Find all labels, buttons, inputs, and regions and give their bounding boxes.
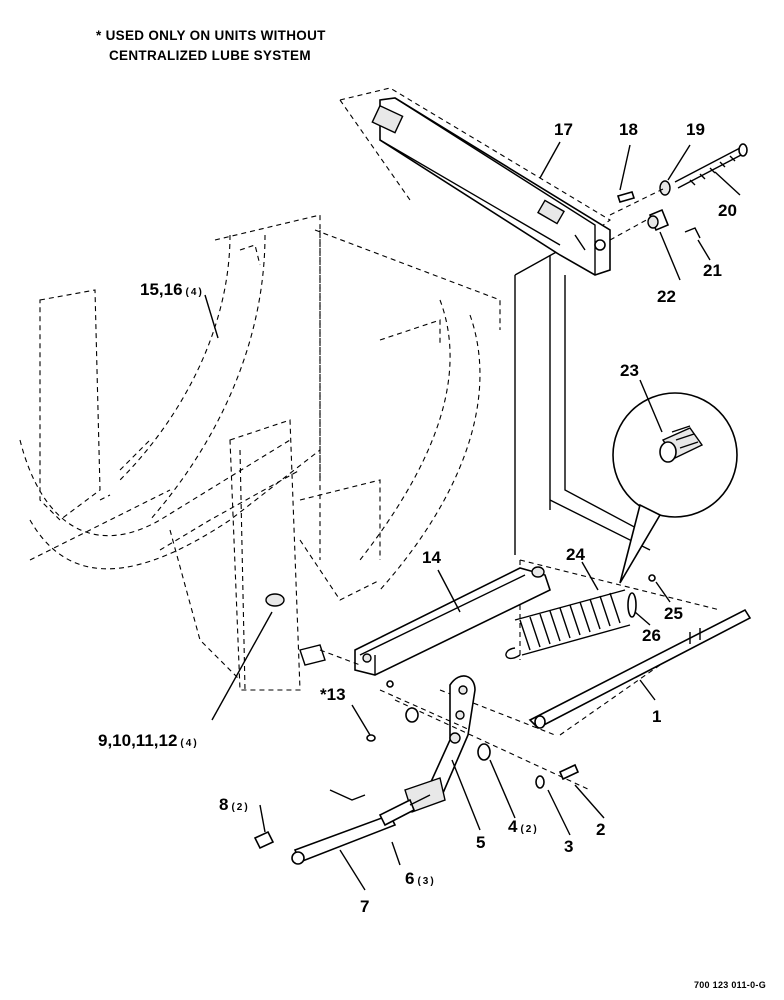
callout-labels: 17 18 19 20 21 22 15,16(4) 23 14 24 25 2… (98, 120, 737, 916)
callout-2: 2 (596, 820, 605, 839)
callout-7: 7 (360, 897, 369, 916)
part-17-crossmember (371, 97, 611, 276)
detail-23-magnifier (612, 392, 738, 584)
callout-15-16: 15,16(4) (140, 280, 204, 299)
callout-3: 3 (564, 837, 573, 856)
callout-8-qty: (2) (231, 802, 249, 813)
drawing-number: 700 123 011-0-G (693, 980, 766, 990)
usage-note-line-2: CENTRALIZED LUBE SYSTEM (109, 48, 311, 63)
callout-6-qty: (3) (417, 876, 435, 887)
part-14-channel (354, 566, 551, 676)
callout-15-16-text: 15,16 (140, 280, 183, 299)
callout-25: 25 (664, 604, 683, 623)
hardware-18-22 (609, 143, 748, 241)
usage-note: * USED ONLY ON UNITS WITHOUT CENTRALIZED… (96, 26, 326, 66)
callout-15-16-qty: (4) (186, 287, 204, 298)
part-1-rod (528, 608, 752, 729)
callout-4-text: 4 (508, 817, 518, 836)
callout-21: 21 (703, 261, 722, 280)
callout-13: *13 (320, 685, 346, 704)
callout-6: 6(3) (405, 869, 436, 888)
leader-lines (204, 141, 741, 891)
callout-24: 24 (566, 545, 585, 564)
frame-outline (19, 214, 501, 691)
usage-note-line-1: * USED ONLY ON UNITS WITHOUT (96, 28, 326, 43)
callout-4: 4(2) (508, 817, 539, 836)
callout-26: 26 (642, 626, 661, 645)
callout-14: 14 (422, 548, 441, 567)
callout-5: 5 (476, 833, 485, 852)
callout-6-text: 6 (405, 869, 414, 888)
callout-8: 8(2) (219, 795, 250, 814)
hardware-9-12 (265, 593, 361, 666)
callout-9-12-text: 9,10,11,12 (98, 731, 177, 750)
part-7-link (253, 789, 431, 865)
callout-18: 18 (619, 120, 638, 139)
callout-23: 23 (620, 361, 639, 380)
callout-20: 20 (718, 201, 737, 220)
callout-4-qty: (2) (520, 824, 538, 835)
callout-1: 1 (652, 707, 661, 726)
callout-9-12: 9,10,11,12(4) (98, 731, 199, 750)
part-24-spring (505, 574, 656, 660)
hardware-2-4-13 (366, 680, 591, 791)
callout-8-text: 8 (219, 795, 228, 814)
part-5-arm (404, 675, 476, 813)
callout-9-12-qty: (4) (180, 738, 198, 749)
callout-22: 22 (657, 287, 676, 306)
callout-17: 17 (554, 120, 573, 139)
callout-19: 19 (686, 120, 705, 139)
